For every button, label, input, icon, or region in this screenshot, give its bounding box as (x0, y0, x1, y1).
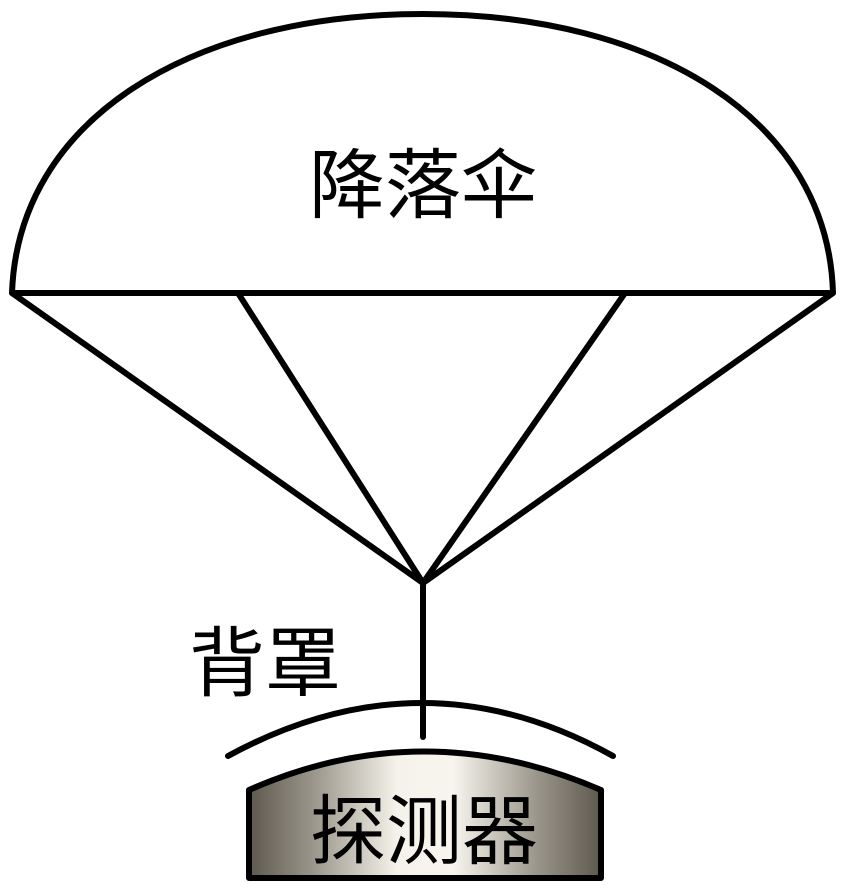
suspension-line-outer-left (9, 290, 426, 586)
probe-label: 探测器 (310, 787, 538, 876)
suspension-line-inner-right (420, 290, 628, 586)
suspension-line-inner-left (235, 290, 426, 586)
back-cover-arc (225, 700, 616, 759)
suspension-line-outer-right (420, 290, 836, 586)
probe-body (246, 748, 604, 881)
back-cover-label: 背罩 (189, 619, 341, 708)
parachute-canopy (9, 11, 836, 296)
parachute-label: 降落伞 (309, 141, 537, 230)
